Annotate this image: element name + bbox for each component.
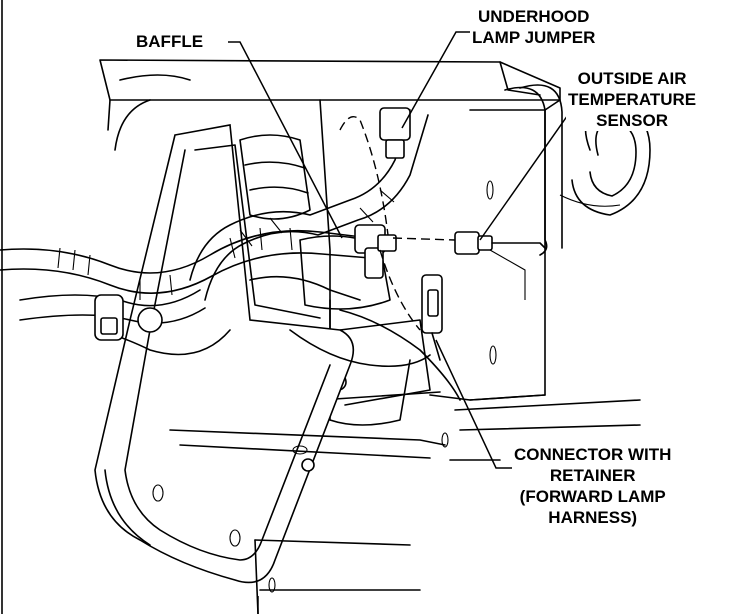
left-connector xyxy=(94,294,163,341)
sensor-routing-dashed xyxy=(392,237,456,241)
u-bracket xyxy=(94,124,446,584)
underhood-lamp-socket xyxy=(379,107,411,159)
oat-label-line3: SENSOR xyxy=(596,111,668,130)
oat-label-line2: TEMPERATURE xyxy=(568,90,697,109)
right-fender-panel xyxy=(429,99,641,461)
connector-label-line2: RETAINER xyxy=(549,466,636,485)
oat-sensor xyxy=(454,231,546,300)
underhood-label-line2: LAMP JUMPER xyxy=(472,28,596,47)
outside-air-temp-sensor-label: OUTSIDE AIR TEMPERATURE SENSOR xyxy=(566,68,699,131)
jumper-routing-dashed xyxy=(339,116,389,236)
underhood-label-line1: UNDERHOOD xyxy=(477,7,590,26)
baffle-label-text: BAFFLE xyxy=(136,32,204,51)
oat-leader xyxy=(479,111,571,241)
baffle-leader xyxy=(228,41,343,239)
upper-panel xyxy=(99,59,561,331)
harness-routing-dashed xyxy=(379,249,421,331)
retainer-connector xyxy=(421,274,443,361)
oat-label-line1: OUTSIDE AIR xyxy=(577,69,687,88)
connector-with-retainer-label: CONNECTOR WITH RETAINER (FORWARD LAMP HA… xyxy=(512,444,674,528)
connector-label-line4: HARNESS) xyxy=(548,508,638,527)
baffle-label: BAFFLE xyxy=(134,31,206,52)
connector-label-line1: CONNECTOR WITH xyxy=(514,445,672,464)
center-connector xyxy=(354,224,397,279)
connector-leader xyxy=(435,339,512,469)
connector-label-line3: (FORWARD LAMP xyxy=(519,487,666,506)
underhood-lamp-jumper-label: UNDERHOOD LAMP JUMPER xyxy=(470,6,598,48)
